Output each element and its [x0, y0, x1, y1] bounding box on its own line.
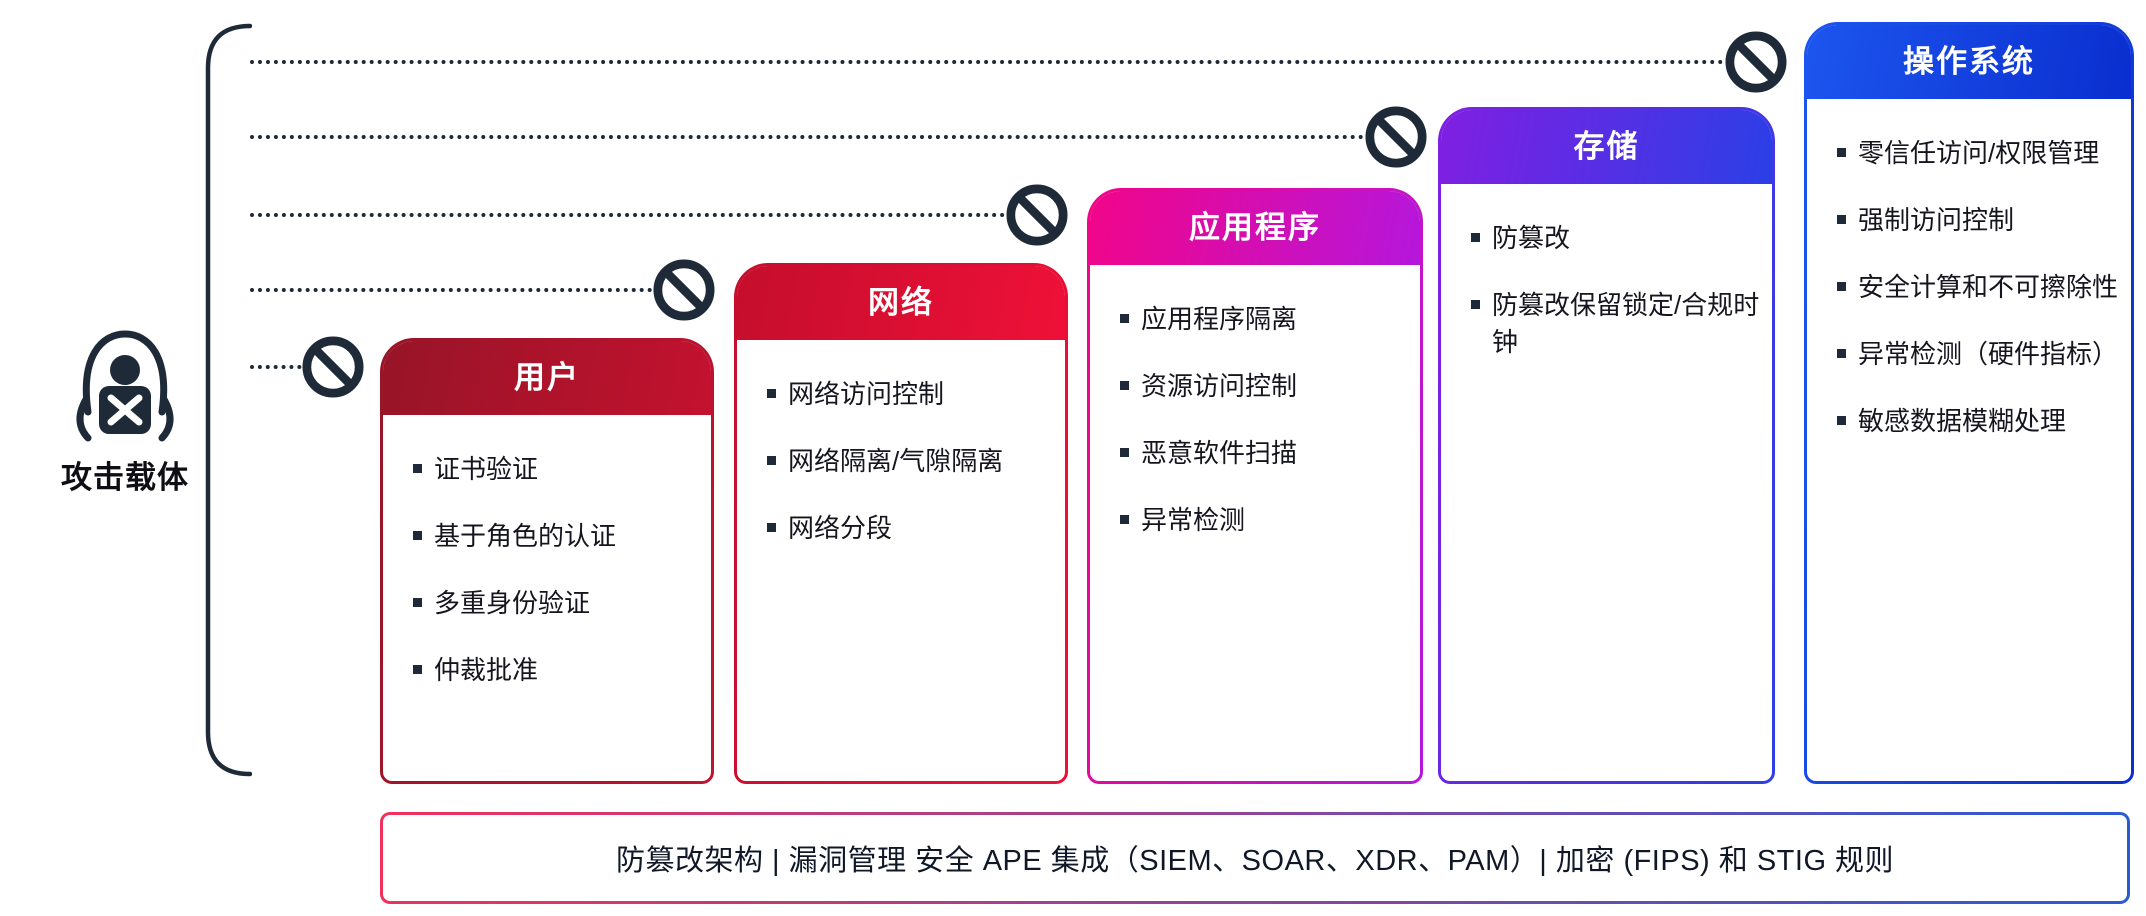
- card-user-list: 证书验证 基于角色的认证 多重身份验证 仲裁批准: [383, 415, 711, 689]
- list-item-text: 网络分段: [788, 512, 893, 543]
- list-item: 强制访问控制: [1837, 202, 2121, 239]
- card-application: 应用程序 应用程序隔离 资源访问控制 恶意软件扫描 异常检测: [1087, 188, 1423, 784]
- card-os: 操作系统 零信任访问/权限管理 强制访问控制 安全计算和不可擦除性 异常检测（硬…: [1804, 22, 2134, 784]
- list-item-text: 防篡改保留锁定/合规时钟: [1492, 289, 1760, 357]
- attack-path-dotted-line: [250, 213, 1037, 217]
- list-item: 网络隔离/气隙隔离: [767, 443, 1055, 480]
- bullet-icon: [767, 522, 776, 532]
- bullet-icon: [1120, 314, 1129, 323]
- bullet-icon: [1120, 447, 1129, 457]
- attack-vector-label: 攻击载体: [61, 460, 189, 495]
- list-item-text: 应用程序隔离: [1141, 304, 1298, 334]
- bullet-icon: [1837, 348, 1846, 358]
- bottom-banner-body: 防篡改架构 | 漏洞管理 安全 APE 集成（SIEM、SOAR、XDR、PAM…: [383, 815, 2127, 901]
- list-item: 仲裁批准: [413, 652, 701, 689]
- no-entry-icon: [653, 259, 715, 321]
- card-user-header: 用户: [383, 341, 711, 415]
- banner-text: 防篡改架构 | 漏洞管理 安全 APE 集成（SIEM、SOAR、XDR、PAM…: [615, 845, 1895, 877]
- bullet-icon: [1837, 415, 1846, 425]
- bullet-icon: [413, 530, 422, 540]
- list-item-text: 恶意软件扫描: [1141, 437, 1298, 468]
- list-item-text: 零信任访问/权限管理: [1858, 138, 2100, 168]
- card-os-list: 零信任访问/权限管理 强制访问控制 安全计算和不可擦除性 异常检测（硬件指标） …: [1807, 99, 2131, 440]
- list-item: 异常检测: [1120, 502, 1410, 539]
- list-item: 防篡改: [1471, 220, 1762, 257]
- list-item: 资源访问控制: [1120, 368, 1410, 405]
- list-item-text: 敏感数据模糊处理: [1858, 405, 2067, 436]
- list-item: 敏感数据模糊处理: [1837, 403, 2121, 440]
- brace-bracket: [205, 23, 252, 777]
- card-application-header: 应用程序: [1090, 191, 1420, 265]
- list-item-text: 安全计算和不可擦除性: [1858, 271, 2119, 302]
- list-item: 恶意软件扫描: [1120, 435, 1410, 472]
- card-storage: 存储 防篡改 防篡改保留锁定/合规时钟: [1438, 107, 1775, 784]
- card-network-list: 网络访问控制 网络隔离/气隙隔离 网络分段: [737, 340, 1065, 547]
- list-item-text: 仲裁批准: [434, 654, 539, 685]
- attack-vector: 攻击载体: [10, 326, 240, 497]
- list-item-text: 证书验证: [434, 454, 539, 484]
- list-item-text: 网络隔离/气隙隔离: [788, 445, 1004, 476]
- bullet-icon: [413, 464, 422, 473]
- list-item: 异常检测（硬件指标）: [1837, 336, 2121, 373]
- attacker-icon: [76, 330, 174, 442]
- bullet-icon: [1837, 281, 1846, 291]
- card-os-header: 操作系统: [1807, 25, 2131, 99]
- list-item-text: 异常检测（硬件指标）: [1858, 338, 2119, 369]
- card-storage-header: 存储: [1441, 110, 1772, 184]
- list-item: 基于角色的认证: [413, 518, 701, 555]
- list-item: 证书验证: [413, 451, 701, 488]
- list-item: 应用程序隔离: [1120, 301, 1410, 338]
- list-item-text: 防篡改: [1492, 223, 1571, 253]
- bullet-icon: [1837, 148, 1846, 157]
- card-network-header: 网络: [737, 266, 1065, 340]
- bullet-icon: [413, 597, 422, 607]
- attack-path-dotted-line: [250, 288, 684, 292]
- bullet-icon: [1471, 299, 1480, 309]
- card-application-list: 应用程序隔离 资源访问控制 恶意软件扫描 异常检测: [1090, 265, 1420, 539]
- list-item-text: 强制访问控制: [1858, 204, 2015, 235]
- no-entry-icon: [1365, 106, 1427, 168]
- list-item: 零信任访问/权限管理: [1837, 135, 2121, 172]
- list-item-text: 异常检测: [1141, 504, 1246, 535]
- bullet-icon: [1120, 380, 1129, 390]
- list-item-text: 多重身份验证: [434, 587, 591, 618]
- bullet-icon: [1120, 514, 1129, 524]
- bullet-icon: [1471, 233, 1480, 242]
- no-entry-icon: [302, 336, 364, 398]
- list-item: 网络访问控制: [767, 376, 1055, 413]
- list-item: 防篡改保留锁定/合规时钟: [1471, 287, 1762, 361]
- bullet-icon: [767, 389, 776, 398]
- attack-path-dotted-line: [250, 365, 333, 369]
- card-network: 网络 网络访问控制 网络隔离/气隙隔离 网络分段: [734, 263, 1068, 784]
- bottom-banner: 防篡改架构 | 漏洞管理 安全 APE 集成（SIEM、SOAR、XDR、PAM…: [380, 812, 2130, 904]
- list-item-text: 网络访问控制: [788, 379, 945, 409]
- bullet-icon: [1837, 214, 1846, 224]
- bullet-icon: [767, 455, 776, 465]
- bullet-icon: [413, 664, 422, 674]
- list-item-text: 资源访问控制: [1141, 370, 1298, 401]
- list-item: 安全计算和不可擦除性: [1837, 269, 2121, 306]
- no-entry-icon: [1006, 184, 1068, 246]
- attack-path-dotted-line: [250, 60, 1756, 64]
- list-item: 网络分段: [767, 510, 1055, 547]
- list-item: 多重身份验证: [413, 585, 701, 622]
- no-entry-icon: [1725, 31, 1787, 93]
- attack-path-dotted-line: [250, 135, 1396, 139]
- list-item-text: 基于角色的认证: [434, 520, 617, 551]
- card-user: 用户 证书验证 基于角色的认证 多重身份验证 仲裁批准: [380, 338, 714, 784]
- card-storage-list: 防篡改 防篡改保留锁定/合规时钟: [1441, 184, 1772, 361]
